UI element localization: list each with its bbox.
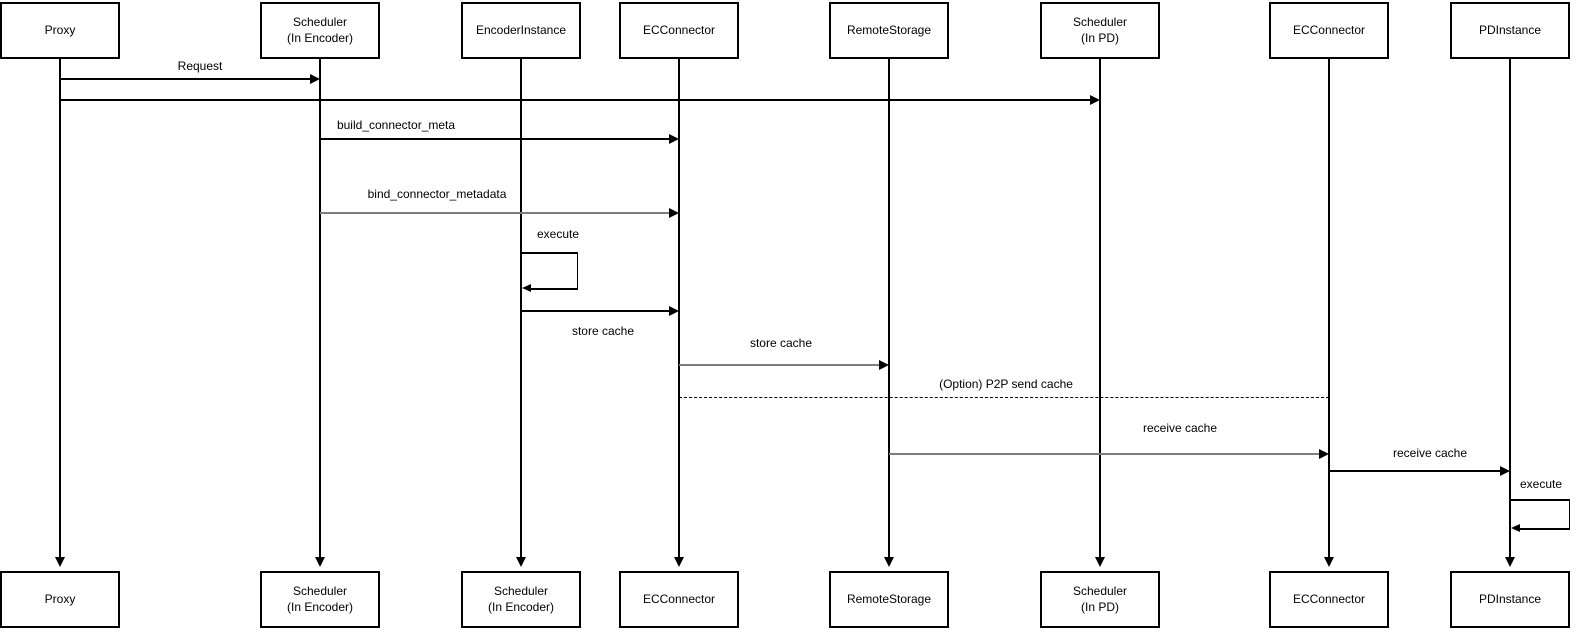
actor-bottom-box-proxy: Proxy	[0, 571, 120, 628]
actor-top-box-remote-storage: RemoteStorage	[829, 2, 949, 59]
lifeline-arrowhead-down-icon	[883, 557, 894, 567]
self-message-loop-bottom	[530, 288, 578, 290]
message-line	[60, 99, 1098, 101]
message-line	[889, 453, 1327, 455]
actor-bottom-box-ec-connector-2: ECConnector	[1269, 571, 1389, 628]
lifeline-arrowhead-down-icon	[314, 557, 325, 567]
lifeline-arrowhead-down-icon	[673, 557, 684, 567]
actor-top-box-scheduler-pd: Scheduler (In PD)	[1040, 2, 1160, 59]
actor-bottom-box-encoder-instance: Scheduler (In Encoder)	[461, 571, 581, 628]
actor-top-box-pd-instance: PDInstance	[1450, 2, 1570, 59]
message-arrowhead-right-icon	[669, 133, 679, 144]
message-arrowhead-right-icon	[310, 73, 320, 84]
message-arrowhead-right-icon	[879, 359, 889, 370]
actor-top-box-scheduler-encoder: Scheduler (In Encoder)	[260, 2, 380, 59]
lifeline-arrowhead-down-icon	[515, 557, 526, 567]
message-label: store cache	[570, 324, 636, 338]
message-arrowhead-right-icon	[1319, 448, 1329, 459]
actor-bottom-box-scheduler-pd: Scheduler (In PD)	[1040, 571, 1160, 628]
lifeline-arrowhead-down-icon	[1323, 557, 1334, 567]
lifeline-remote-storage	[888, 59, 890, 559]
message-line	[521, 310, 677, 312]
message-label: receive cache	[1141, 421, 1219, 435]
self-message-loop-top	[521, 252, 578, 254]
message-arrowhead-left-icon	[1511, 524, 1520, 532]
lifeline-arrowhead-down-icon	[1504, 557, 1515, 567]
lifeline-arrowhead-down-icon	[54, 557, 65, 567]
message-line	[60, 78, 318, 80]
message-label: execute	[1518, 477, 1564, 491]
self-message-loop-right	[576, 252, 578, 290]
message-label: store cache	[748, 336, 814, 350]
message-label: receive cache	[1391, 446, 1469, 460]
actor-bottom-box-scheduler-encoder: Scheduler (In Encoder)	[260, 571, 380, 628]
actor-top-box-ec-connector-1: ECConnector	[619, 2, 739, 59]
message-label: build_connector_meta	[335, 118, 457, 132]
actor-bottom-box-remote-storage: RemoteStorage	[829, 571, 949, 628]
message-line	[320, 212, 677, 214]
lifeline-ec-connector-2	[1328, 59, 1330, 559]
message-line	[679, 364, 887, 366]
actor-top-box-ec-connector-2: ECConnector	[1269, 2, 1389, 59]
lifeline-encoder-instance	[520, 59, 522, 559]
actor-bottom-box-ec-connector-1: ECConnector	[619, 571, 739, 628]
self-message-loop-bottom	[1519, 528, 1570, 530]
lifeline-ec-connector-1	[678, 59, 680, 559]
message-arrowhead-right-icon	[669, 305, 679, 316]
message-arrowhead-right-icon	[669, 207, 679, 218]
actor-bottom-box-pd-instance: PDInstance	[1450, 571, 1570, 628]
message-line-dashed	[679, 397, 1329, 398]
message-arrowhead-right-icon	[1090, 94, 1100, 105]
message-label: bind_connector_metadata	[366, 187, 508, 201]
message-arrowhead-right-icon	[1500, 465, 1510, 476]
lifeline-scheduler-encoder	[319, 59, 321, 559]
message-arrowhead-left-icon	[522, 284, 531, 292]
message-line	[320, 138, 677, 140]
lifeline-scheduler-pd	[1099, 59, 1101, 559]
actor-top-box-proxy: Proxy	[0, 2, 120, 59]
lifeline-arrowhead-down-icon	[1094, 557, 1105, 567]
message-line	[1329, 470, 1508, 472]
actor-top-box-encoder-instance: EncoderInstance	[461, 2, 581, 59]
lifeline-pd-instance	[1509, 59, 1511, 559]
lifeline-proxy	[59, 59, 61, 559]
message-label: execute	[535, 227, 581, 241]
message-label: (Option) P2P send cache	[938, 377, 1074, 391]
message-label: Request	[176, 59, 224, 73]
self-message-loop-right	[1568, 499, 1570, 530]
self-message-loop-top	[1510, 499, 1570, 501]
